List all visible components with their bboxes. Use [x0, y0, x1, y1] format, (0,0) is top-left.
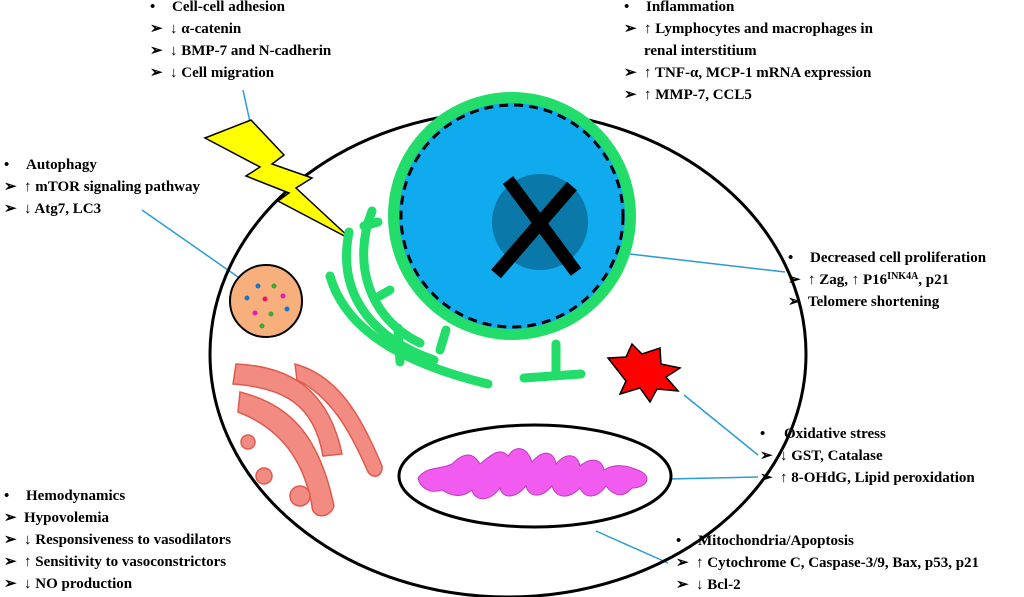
mitochondrion — [397, 423, 673, 529]
oxidative-stress-box: • Oxidative stress ➢ ↓ GST, Catalase ➢ ↑ 8-… — [760, 423, 975, 489]
connector-autophagy — [141, 209, 239, 278]
ros-star-icon — [606, 342, 682, 404]
proliferation-title: Decreased cell proliferation — [810, 250, 987, 266]
lightning-bolt-icon — [203, 119, 353, 241]
arrow-bullet-icon: ➢ — [4, 554, 17, 570]
nuclear-membrane-dashed — [399, 103, 625, 329]
arrow-bullet-icon: ➢ — [624, 65, 637, 81]
inflammation-item: ↑ MMP-7, CCL5 — [644, 87, 752, 103]
arrow-bullet-icon: ➢ — [760, 448, 773, 464]
arrow-bullet-icon: ➢ — [788, 294, 801, 310]
arrow-bullet-icon: ➢ — [624, 21, 637, 37]
bullet-icon: • — [4, 488, 10, 504]
oxidative-stress-title: Oxidative stress — [784, 426, 886, 442]
proliferation-box: • Decreased cell proliferation ➢ ↑ Zag, ↑ … — [788, 247, 986, 313]
connector-lines — [141, 89, 786, 564]
oxidative-stress-item: ↓ GST, Catalase — [780, 448, 883, 464]
endoplasmic-reticulum — [325, 206, 586, 389]
bullet-icon: • — [4, 157, 10, 173]
bullet-icon: • — [150, 0, 156, 15]
bullet-icon: • — [676, 533, 682, 549]
oxidative-stress-item: ↑ 8-OHdG, Lipid peroxidation — [780, 470, 975, 486]
bullet-icon: • — [624, 0, 630, 15]
cell-adhesion-box: • Cell-cell adhesion ➢ ↓ α-catenin ➢ ↓ BMP-… — [150, 0, 331, 84]
nucleus — [388, 92, 636, 340]
inflammation-item: ↑ TNF-α, MCP-1 mRNA expression — [644, 65, 872, 81]
bullet-icon: • — [760, 426, 766, 442]
hemodynamics-item: ↓ NO production — [24, 576, 133, 592]
cell-adhesion-item: ↓ Cell migration — [170, 65, 275, 81]
inflammation-item-continued: renal interstitium — [644, 43, 757, 59]
proliferation-item: ↑ Zag, ↑ P16INK4A, p21 — [808, 271, 950, 289]
arrow-bullet-icon: ➢ — [676, 555, 689, 571]
arrow-bullet-icon: ➢ — [150, 65, 163, 81]
arrow-bullet-icon: ➢ — [150, 43, 163, 59]
mitochondrial-cristae — [417, 448, 648, 500]
bullet-icon: • — [788, 250, 794, 266]
hemodynamics-item: ↓ Responsiveness to vasodilators — [24, 532, 232, 548]
arrow-bullet-icon: ➢ — [788, 272, 801, 288]
arrow-bullet-icon: ➢ — [4, 576, 17, 592]
proliferation-item: Telomere shortening — [808, 294, 940, 310]
inflammation-box: • Inflammation ➢ ↑ Lymphocytes and macroph… — [624, 0, 873, 106]
hemodynamics-box: • Hemodynamics ➢ Hypovolemia ➢ ↓ Responsive… — [4, 485, 231, 595]
hemodynamics-item: Hypovolemia — [24, 510, 109, 526]
arrow-bullet-icon: ➢ — [150, 21, 163, 37]
cell-adhesion-item: ↓ BMP-7 and N-cadherin — [170, 43, 332, 59]
cell-adhesion-item: ↓ α-catenin — [170, 21, 242, 37]
connector-apoptosis — [595, 530, 669, 564]
arrow-bullet-icon: ➢ — [676, 577, 689, 593]
autophagy-item: ↑ mTOR signaling pathway — [24, 179, 201, 195]
hemodynamics-title: Hemodynamics — [26, 488, 126, 504]
connector-oxidative — [683, 394, 759, 456]
chromosome-arm — [491, 181, 577, 279]
golgi-apparatus — [232, 362, 383, 517]
connector-proliferation — [629, 253, 786, 273]
arrow-bullet-icon: ➢ — [4, 201, 17, 217]
mitochondria-apoptosis-title: Mitochondria/Apoptosis — [698, 533, 854, 549]
connector-mito-right — [667, 476, 759, 480]
autophagy-item: ↓ Atg7, LC3 — [24, 201, 102, 217]
connector-cell-adhesion — [242, 89, 251, 123]
mitochondria-apoptosis-item: ↓ Bcl-2 — [696, 577, 741, 593]
arrow-bullet-icon: ➢ — [624, 87, 637, 103]
arrow-bullet-icon: ➢ — [4, 510, 17, 526]
inflammation-title: Inflammation — [646, 0, 735, 15]
arrow-bullet-icon: ➢ — [760, 470, 773, 486]
arrow-bullet-icon: ➢ — [4, 532, 17, 548]
autophagy-title: Autophagy — [26, 157, 97, 173]
autophagy-box: • Autophagy ➢ ↑ mTOR signaling pathway ➢ ↓ … — [4, 154, 200, 220]
hemodynamics-item: ↑ Sensitivity to vasoconstrictors — [24, 554, 227, 570]
lysosome — [229, 264, 303, 338]
cell-adhesion-title: Cell-cell adhesion — [172, 0, 285, 15]
mitochondria-apoptosis-box: • Mitochondria/Apoptosis ➢ ↑ Cytochrome C,… — [676, 530, 979, 596]
inflammation-item: ↑ Lymphocytes and macrophages in — [644, 21, 873, 37]
mitochondria-apoptosis-item: ↑ Cytochrome C, Caspase-3/9, Bax, p53, p… — [696, 555, 980, 571]
arrow-bullet-icon: ➢ — [4, 179, 17, 195]
